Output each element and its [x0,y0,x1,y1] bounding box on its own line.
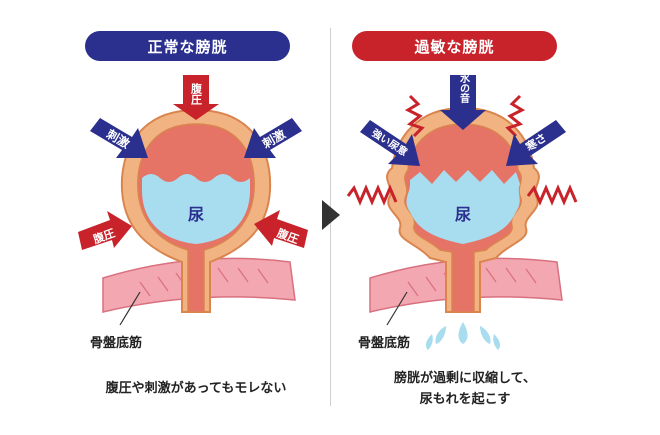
spasm-line-top-left [404,94,425,138]
pressure-arrow-right [254,210,308,248]
overactive-caption: 膀胱が過剰に収縮して、 尿もれを起こす [350,368,580,410]
water-sound-label: 水の音 [458,72,471,104]
overactive-caption-line-1: 膀胱が過剰に収縮して、 [394,371,536,386]
pelvic-floor-label-right: 骨盤底筋 [358,336,411,351]
pressure-top-label: 腹圧 [190,82,203,106]
pelvic-floor-label-left: 骨盤底筋 [90,336,143,351]
urine-left-label: 尿 [188,205,204,224]
pressure-arrow-left [78,211,132,250]
urine-right [406,170,520,244]
urine-right-label: 尿 [455,205,471,224]
pressure-arrow-top-left-panel [173,75,219,120]
strong-urge-arrow [360,120,420,166]
spasm-line-right [526,184,578,206]
normal-bladder [102,108,296,313]
stimulus-arrow-left [90,118,148,158]
spasm-line-left [346,184,398,206]
water-sound-arrow [440,75,486,130]
stimulus-arrow-right [244,118,302,158]
overactive-bladder-title: 過敏な膀胱 [352,31,557,61]
spasm-line-top-right [505,94,526,138]
urine-leak-drops [425,322,501,350]
urine-left [142,174,250,244]
normal-caption: 腹圧や刺激があってもモレない [105,381,287,396]
cold-arrow [506,120,566,166]
transition-arrow [322,200,340,230]
overactive-bladder [346,94,578,350]
normal-bladder-title: 正常な膀胱 [85,31,290,61]
overactive-caption-line-2: 尿もれを起こす [419,392,511,407]
